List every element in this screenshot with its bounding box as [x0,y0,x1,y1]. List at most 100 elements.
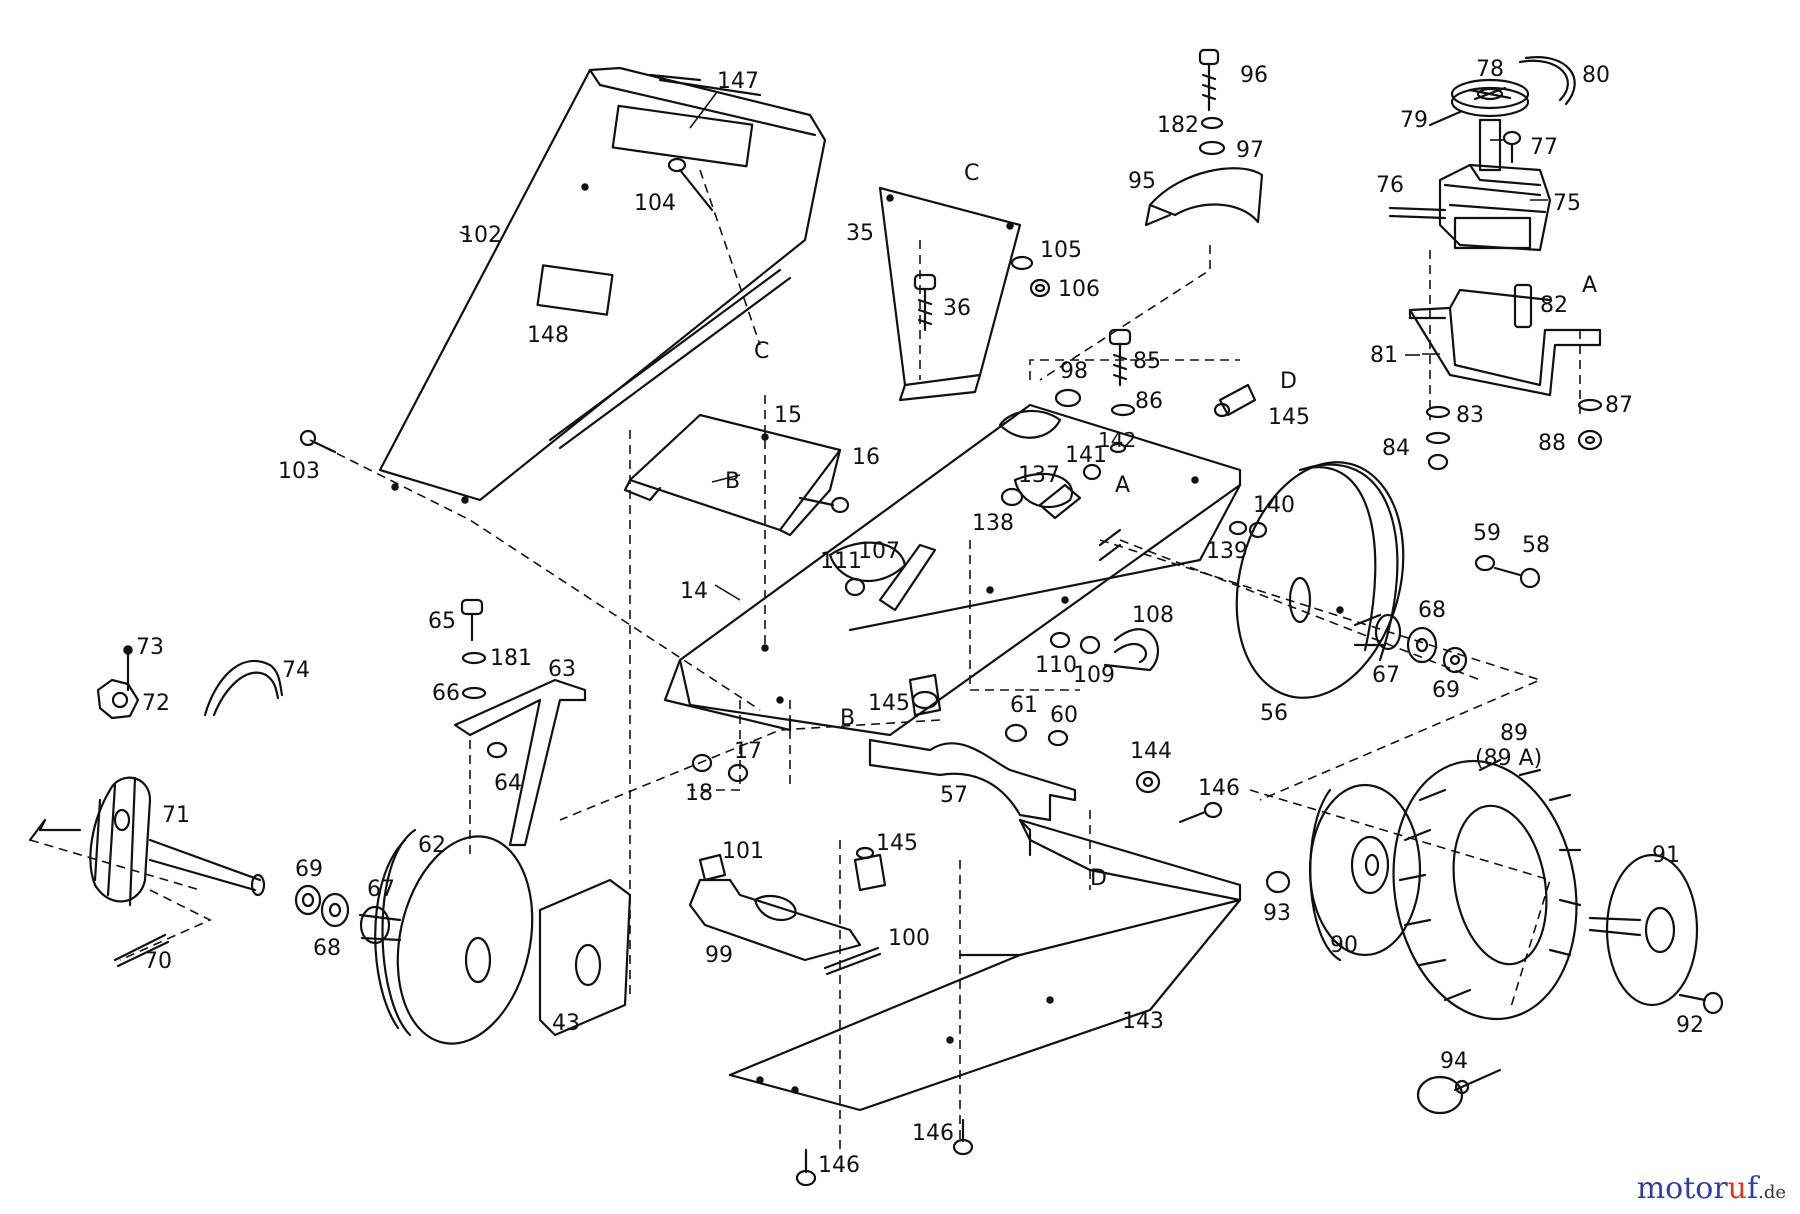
label-145c: 145 [876,831,918,856]
label-59: 59 [1473,521,1501,546]
label-142: 142 [1098,428,1136,452]
washer-181 [461,651,487,665]
label-57: 57 [940,783,968,808]
label-98: 98 [1060,359,1088,384]
label-62: 62 [418,833,446,858]
label-110: 110 [1035,653,1077,678]
rim-91 [1588,853,1699,1007]
label-182: 182 [1157,113,1199,138]
bolt-146c [952,1118,974,1156]
label-36: 36 [943,296,971,321]
label-88: 88 [1538,431,1566,456]
label-102: 102 [460,223,502,248]
washer-105 [1010,255,1034,271]
bracket-99 [688,878,862,962]
label-96: 96 [1240,63,1268,88]
label-69a: 69 [1432,678,1460,703]
washer-60 [1047,729,1069,747]
label-a2: A [1115,473,1130,498]
label-146c: 146 [818,1153,860,1178]
label-70: 70 [144,949,172,974]
label-65: 65 [428,609,456,634]
washer-66 [461,686,487,700]
chain-74 [203,659,284,717]
gearbox-75 [1438,118,1552,252]
label-56: 56 [1260,701,1288,726]
bolt-65 [460,598,484,642]
label-61: 61 [1010,693,1038,718]
label-76: 76 [1376,173,1404,198]
label-b2: B [840,706,855,731]
label-94: 94 [1440,1049,1468,1074]
label-68a: 68 [1418,598,1446,623]
label-140: 140 [1253,493,1295,518]
part-145a [1213,383,1257,418]
label-146a: 146 [1198,776,1240,801]
nut-69b [294,884,322,916]
washer-17 [727,763,749,783]
nut-88 [1577,429,1603,451]
pin-100 [823,946,882,976]
drum-62 [374,828,534,1045]
nut-109 [1079,635,1101,655]
part-145c [853,846,887,892]
nut-98 [1054,388,1082,408]
label-89a: (89 A) [1475,746,1542,771]
washer-68a [1406,626,1438,664]
part-137 [1038,483,1082,520]
bolt-85 [1108,328,1132,387]
label-68b: 68 [313,936,341,961]
spacer-67b [358,905,402,945]
label-a1: A [1582,273,1597,298]
label-111: 111 [820,549,862,574]
label-148: 148 [527,323,569,348]
washer-84a [1425,431,1451,445]
label-91: 91 [1652,843,1680,868]
washer-68b [320,892,350,928]
label-181: 181 [490,646,532,671]
strap-57 [868,738,1077,822]
guard-95 [1144,167,1264,227]
label-85: 85 [1133,349,1161,374]
pin-94 [1416,1068,1502,1115]
pulley-78 [1450,78,1530,118]
label-145b: 145 [868,691,910,716]
label-145a: 145 [1268,405,1310,430]
clamp-107 [878,543,937,612]
plate-43 [538,878,632,1037]
label-109: 109 [1073,663,1115,688]
washer-59 [1474,554,1496,572]
brand-watermark: motoruf.de [1637,1171,1786,1206]
bracket-15 [623,413,842,537]
label-16: 16 [852,445,880,470]
label-103: 103 [278,459,320,484]
label-83: 83 [1456,403,1484,428]
washer-86 [1110,403,1136,417]
washer-182 [1200,116,1224,130]
label-14: 14 [680,579,708,604]
label-c2: C [964,161,979,186]
label-18: 18 [685,781,713,806]
label-78: 78 [1476,57,1504,82]
washer-139 [1228,520,1248,536]
label-35: 35 [846,221,874,246]
nut-141 [1082,463,1102,481]
bolt-96 [1198,48,1220,112]
part-101 [698,853,727,882]
bolt-138 [1000,487,1024,507]
u-bolt-108 [1103,628,1160,672]
label-74: 74 [282,658,310,683]
label-17: 17 [734,739,762,764]
belt-80 [1518,56,1576,106]
drum-56 [1235,461,1405,699]
label-147: 147 [717,69,759,94]
base-plate-143 [728,818,1242,1112]
shaft-76 [1388,206,1447,220]
sprocket-72 [96,678,140,720]
label-144: 144 [1130,739,1172,764]
label-137: 137 [1018,463,1060,488]
label-86: 86 [1135,389,1163,414]
label-108: 108 [1132,603,1174,628]
